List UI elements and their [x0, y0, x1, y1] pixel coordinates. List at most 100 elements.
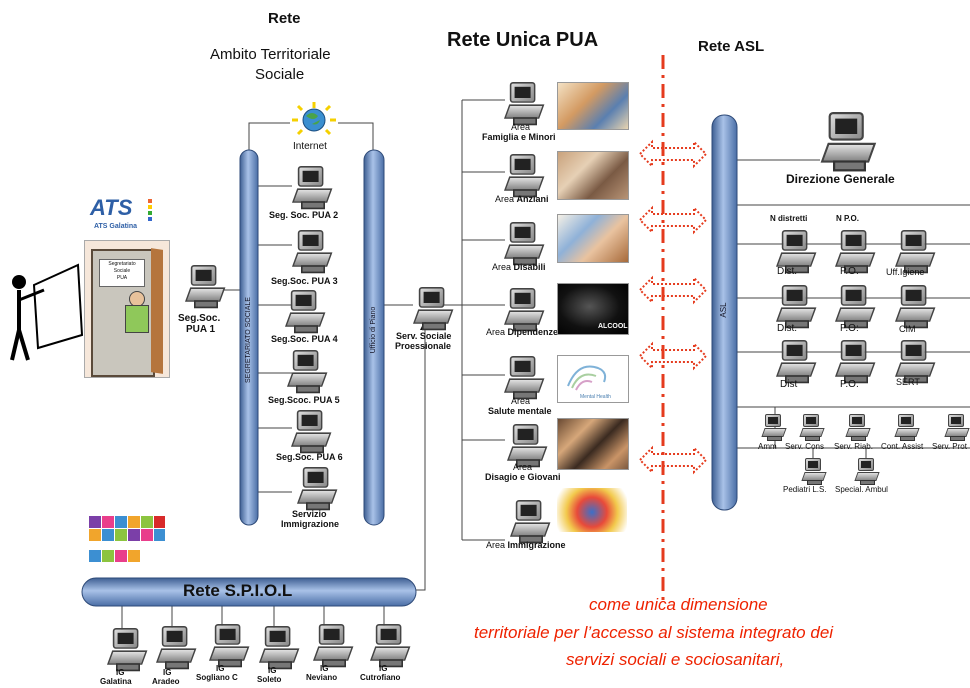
computer-dist-3-icon [775, 340, 817, 384]
computer-po-1-icon [834, 230, 876, 274]
row4-serv-cons: Serv. Cons [785, 442, 824, 451]
computer-ig-cutrofiano-icon [369, 624, 411, 668]
computer-uff-igiene-icon [894, 230, 936, 274]
computer-pua5-icon [286, 350, 328, 394]
internet-globe-icon [292, 102, 336, 136]
computer-ig-soleto-icon [258, 626, 300, 670]
area-immigrazione-label: Area Immigrazione [486, 540, 566, 550]
grid-r1c3: Uff.Igiene [886, 267, 925, 277]
alcool-text: ALCOOL [598, 323, 628, 330]
door-sign-3: PUA [116, 275, 128, 281]
pua4-label: Seg.Soc. PUA 4 [271, 334, 338, 344]
ig-aradeo-l2: Aradeo [152, 677, 180, 686]
anziani-photo [557, 151, 629, 200]
ig-soleto-l1: IG [268, 666, 277, 675]
computer-dist-1-icon [775, 230, 817, 274]
computer-cont-assist-icon [894, 414, 920, 441]
ufficio-piano-bus-label: Ufficio di Piano [370, 306, 377, 354]
title-rete: Rete [268, 10, 301, 27]
immigrazione-photo [557, 488, 627, 532]
serv-sociale-label-2: Proessionale [395, 341, 452, 351]
computer-pua6-icon [290, 410, 332, 454]
computer-serv-sociale-icon [412, 287, 454, 331]
asl-bus-label: ASL [719, 302, 728, 318]
serv-sociale-label-1: Serv. Sociale [396, 331, 452, 341]
computer-ig-aradeo-icon [155, 626, 197, 670]
area-disagio-l2: Disagio e Giovani [485, 472, 561, 482]
computer-pua3-icon [291, 230, 333, 274]
computer-dist-2-icon [775, 285, 817, 329]
pua-asl-arrows-2 [638, 341, 708, 475]
computer-special-ambul-icon [854, 458, 880, 485]
computer-sert-icon [894, 340, 936, 384]
grid-r3c3: SERT [896, 377, 920, 387]
row4-amm: Amm [758, 442, 777, 451]
n-po-label: N P.O. [836, 214, 859, 223]
grid-r2c1: Dist. [777, 323, 797, 334]
computer-direzione-icon [820, 112, 877, 172]
pua2-label: Seg. Soc. PUA 2 [269, 210, 339, 220]
caption-line-1: come unica dimensione [589, 595, 768, 614]
famiglia-photo [557, 82, 629, 130]
computer-serv-cons-icon [799, 414, 825, 441]
computer-area-disabili-icon [503, 222, 545, 266]
informagiovani-logo [89, 516, 165, 568]
segretariato-bus-label: SEGRETARIATO SOCIALE [245, 297, 252, 383]
computer-area-immigrazione-icon [509, 500, 551, 544]
area-disagio-l1: Area [513, 462, 533, 472]
caption-line-2: territoriale per l’accesso al sistema in… [474, 623, 834, 642]
row4-serv-riab: Serv. Riab. [834, 442, 873, 451]
computer-area-famiglia-icon [503, 82, 545, 126]
salute-mentale-photo: Mental Health [557, 355, 629, 403]
computer-serv-prot-icon [944, 414, 970, 441]
area-famiglia-l2: Famiglia e Minori [482, 132, 556, 142]
giovani-photo [557, 418, 629, 470]
computer-ig-sogliano-icon [208, 624, 250, 668]
title-rete-asl: Rete ASL [698, 38, 765, 55]
svg-text:ATS: ATS [89, 195, 133, 220]
ig-galatina-l2: Galatina [100, 677, 132, 686]
computer-area-dipendenze-icon [503, 288, 545, 332]
segretariato-door-illustration: Segretariato Sociale PUA [84, 240, 170, 378]
ig-galatina-l1: IG [116, 668, 125, 677]
ig-neviano-l1: IG [320, 664, 329, 673]
spiol-title: Rete S.P.I.O.L [183, 581, 293, 600]
grid-r2c2: P.O: [840, 323, 859, 334]
area-anziani-label: Area Anziani [495, 194, 549, 204]
pua5-label: Seg.Scoc. PUA 5 [268, 395, 340, 405]
immigrazione-label-2: Immigrazione [281, 519, 340, 529]
row5-special-ambul: Special. Ambul [835, 485, 888, 494]
title-rete-unica-pua: Rete Unica PUA [447, 29, 599, 51]
disabili-photo [557, 214, 629, 263]
mental-health-text: Mental Health [580, 394, 611, 400]
presenter-figure [10, 263, 84, 361]
ig-cutrofiano-l1: IG [379, 664, 388, 673]
internet-label: Internet [293, 141, 327, 152]
computer-pua4-icon [284, 290, 326, 334]
caption-line-3: servizi sociali e sociosanitari, [566, 650, 785, 669]
dipendenze-photo: ALCOOL [557, 283, 629, 335]
n-distretti-label: N distretti [770, 214, 808, 223]
grid-r1c1: Dist. [777, 266, 797, 277]
row4-serv-prot: Serv. Prot [932, 442, 967, 451]
computer-pua1-icon [184, 265, 226, 309]
pua-asl-arrows-1 [638, 139, 708, 305]
pua6-label: Seg.Soc. PUA 6 [276, 452, 343, 462]
area-disabili-label: Area Disabili [492, 262, 546, 272]
computer-ig-galatina-icon [106, 628, 148, 672]
ig-sogliano-l1: IG [216, 664, 225, 673]
row5-pediatri: Pediatri L.S. [783, 485, 827, 494]
computer-cim-icon [894, 285, 936, 329]
immigrazione-label-1: Servizio [292, 509, 327, 519]
pua1-label-2: PUA 1 [186, 324, 216, 335]
ig-neviano-l2: Neviano [306, 673, 338, 682]
ats-name: ATS Galatina [94, 223, 138, 230]
grid-r3c2: P.O. [840, 379, 859, 390]
area-salute-l1: Area [511, 396, 531, 406]
computer-area-salute-icon [503, 356, 545, 400]
computer-po-3-icon [834, 340, 876, 384]
grid-r2c3: CIM [899, 324, 916, 334]
computer-serv-riab-icon [845, 414, 871, 441]
computer-ig-neviano-icon [312, 624, 354, 668]
